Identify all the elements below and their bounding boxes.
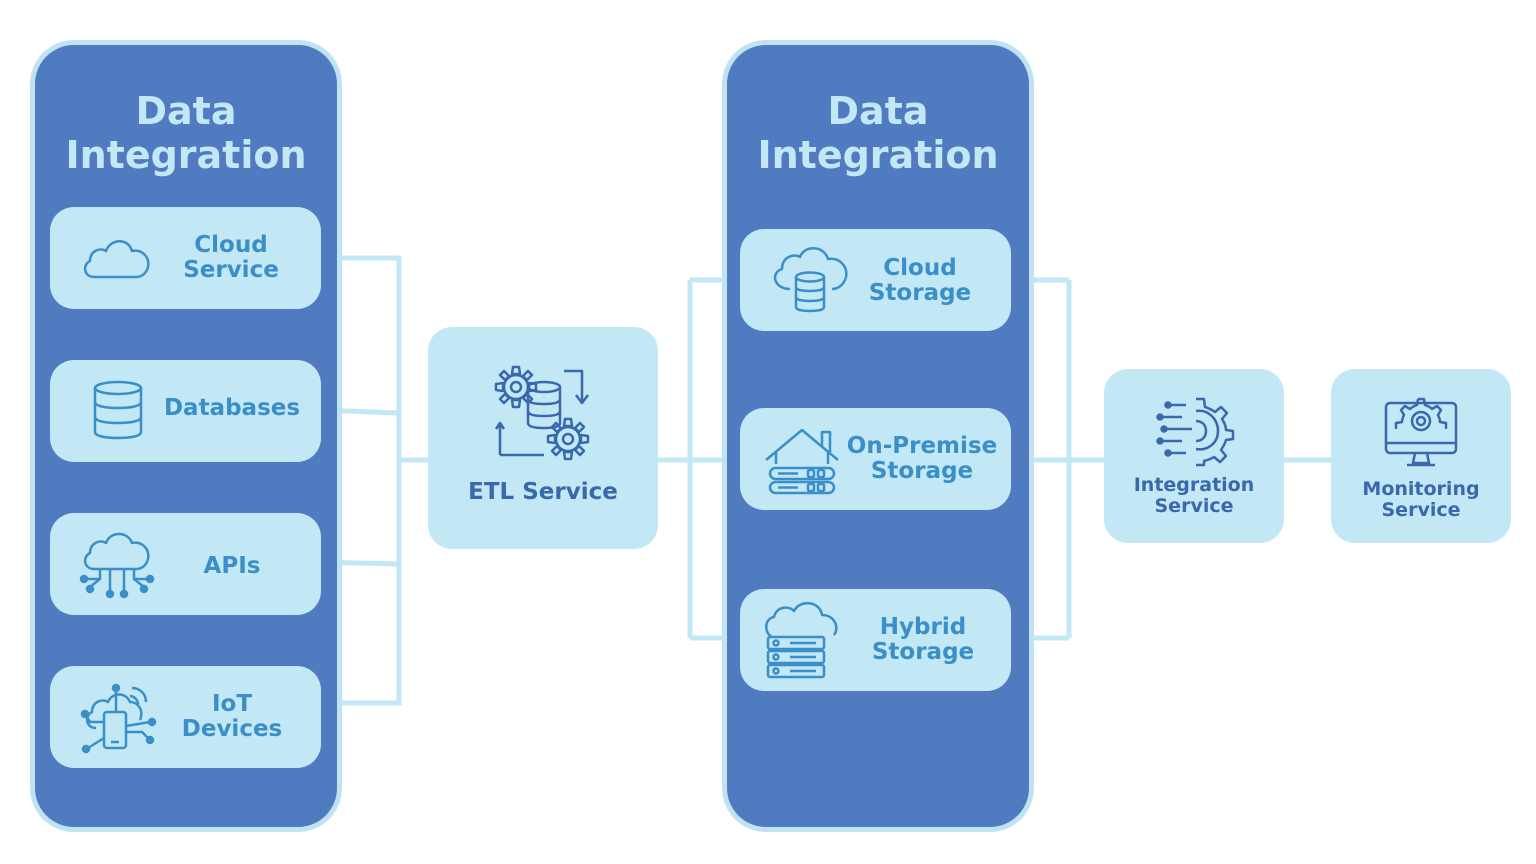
cloud-icon xyxy=(82,235,152,281)
integration-gear-icon xyxy=(1156,391,1235,467)
cloud-storage-icon xyxy=(768,243,852,315)
monitoring-service-box[interactable]: Monitoring Service xyxy=(1331,369,1511,543)
sources-panel-title: Data Integration xyxy=(65,89,307,177)
monitoring-screen-icon xyxy=(1383,391,1459,471)
storage-label-cloud-storage: Cloud Storage xyxy=(868,255,972,306)
storage-panel-title: Data Integration xyxy=(757,89,999,177)
storage-card-on-premise-storage[interactable]: On-Premise Storage xyxy=(740,408,1011,510)
storage-card-hybrid-storage[interactable]: Hybrid Storage xyxy=(740,589,1011,691)
iot-devices-icon xyxy=(80,682,157,754)
integration-service-label: Integration Service xyxy=(1133,474,1255,517)
on-premise-server-icon xyxy=(762,424,842,496)
source-card-apis[interactable]: APIs xyxy=(50,513,321,615)
source-card-databases[interactable]: Databases xyxy=(50,360,321,462)
source-label-cloud-service: Cloud Service xyxy=(183,232,279,283)
etl-service-label: ETL Service xyxy=(468,479,618,505)
hybrid-storage-icon xyxy=(762,601,842,679)
storage-label-on-premise-storage: On-Premise Storage xyxy=(846,433,998,484)
source-card-cloud-service[interactable]: Cloud Service xyxy=(50,207,321,309)
cloud-network-icon xyxy=(79,531,155,599)
etl-service-box[interactable]: ETL Service xyxy=(428,327,658,549)
source-label-iot-devices: IoT Devices xyxy=(181,691,283,742)
etl-gears-icon xyxy=(490,361,594,465)
storage-label-hybrid-storage: Hybrid Storage xyxy=(871,614,975,665)
database-icon xyxy=(92,380,144,440)
storage-card-cloud-storage[interactable]: Cloud Storage xyxy=(740,229,1011,331)
source-label-databases: Databases xyxy=(163,395,301,421)
integration-service-box[interactable]: Integration Service xyxy=(1104,369,1284,543)
source-card-iot-devices[interactable]: IoT Devices xyxy=(50,666,321,768)
monitoring-service-label: Monitoring Service xyxy=(1362,478,1480,521)
source-label-apis: APIs xyxy=(203,553,261,579)
